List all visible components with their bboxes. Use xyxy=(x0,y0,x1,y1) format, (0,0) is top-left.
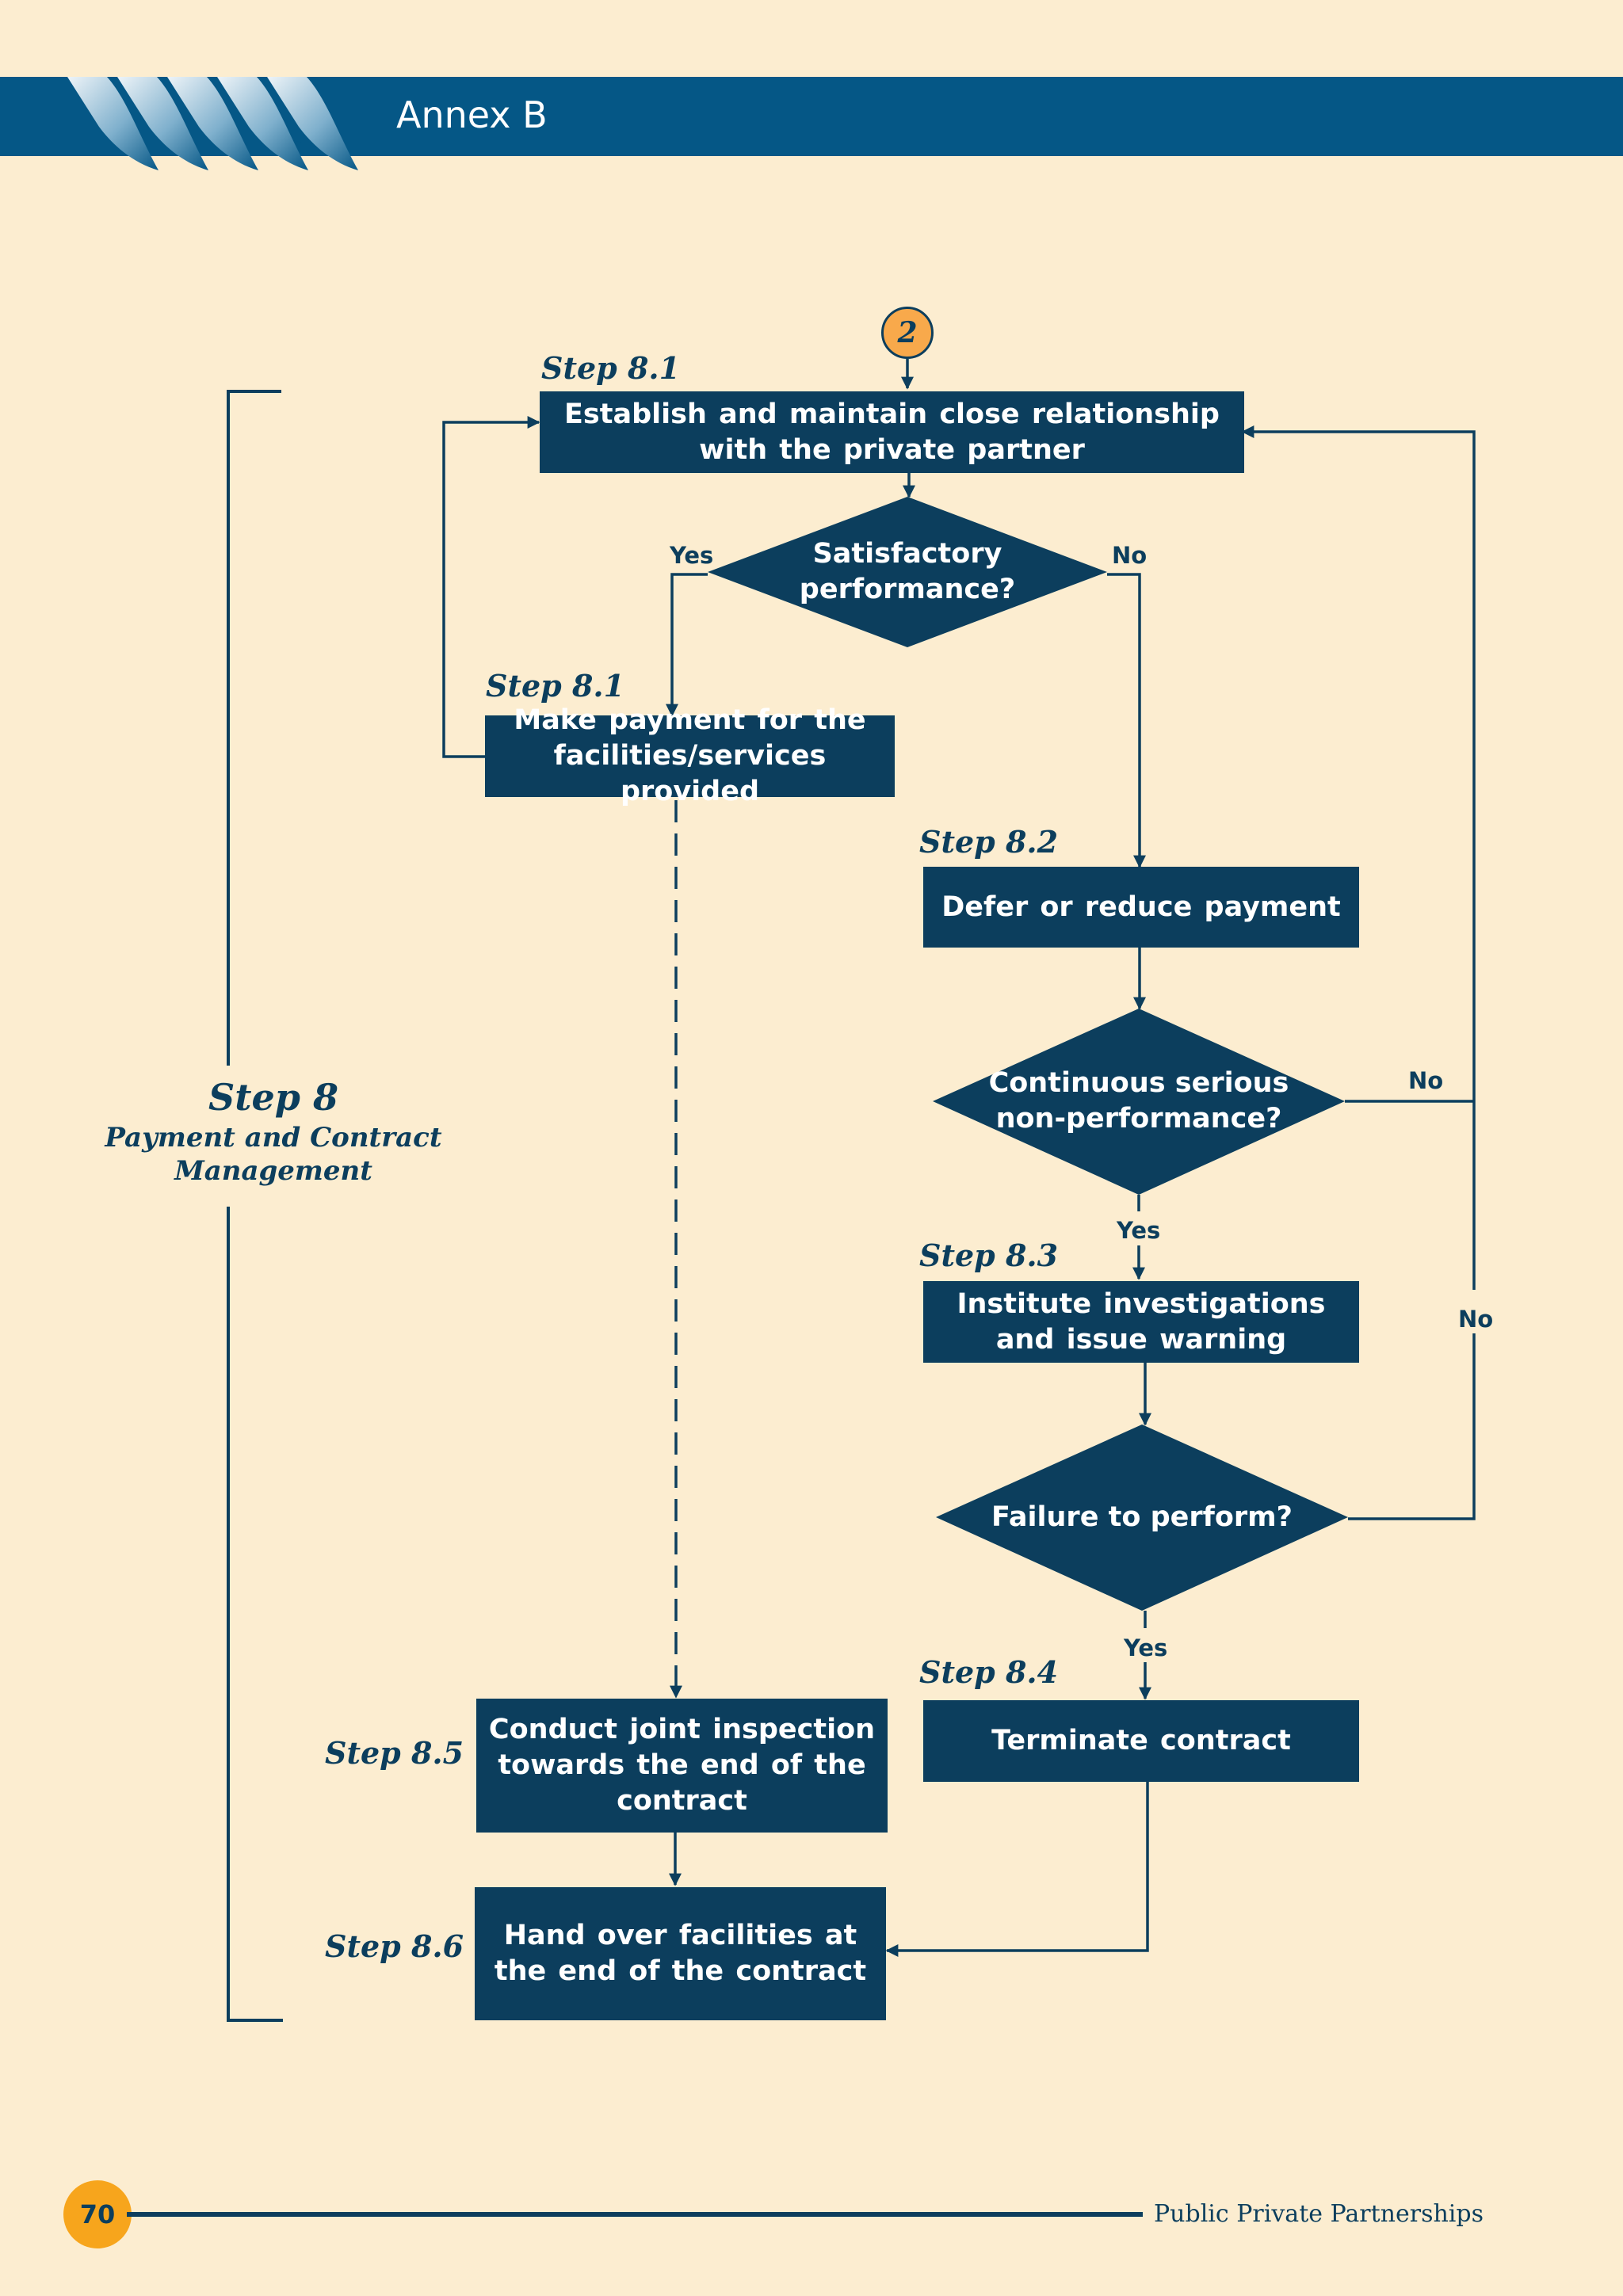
header-logo-stripes xyxy=(0,77,396,170)
start-connector-circle: 2 xyxy=(881,307,934,359)
decision-failure-text: Failure to perform? xyxy=(991,1501,1293,1533)
step-label-8-1-payment: Step 8.1 xyxy=(486,668,625,704)
footer-rule xyxy=(127,2212,1143,2217)
decision-satisfactory-text: Satisfactory performance? xyxy=(799,538,1016,605)
box-joint-inspection: Conduct joint inspection towards the end… xyxy=(476,1699,888,1833)
decision-nonperformance-text: Continuous serious non-performance? xyxy=(988,1067,1289,1135)
step-label-8-5: Step 8.5 xyxy=(325,1735,464,1771)
phase-title: Step 8 xyxy=(208,1076,338,1119)
decision-nonperformance-diamond xyxy=(933,1009,1345,1195)
label-yes-nonperformance: Yes xyxy=(1117,1217,1161,1244)
label-no-nonperformance: No xyxy=(1405,1067,1447,1094)
box-establish-relationship: Establish and maintain close relationshi… xyxy=(540,391,1244,473)
arrow-no-to-defer xyxy=(1107,573,1146,868)
box-terminate-contract: Terminate contract xyxy=(923,1700,1359,1782)
box-hand-over-facilities: Hand over facilities at the end of the c… xyxy=(475,1887,886,2020)
box-make-payment: Make payment for the facilities/services… xyxy=(485,704,895,807)
footer-publication-title: Public Private Partnerships xyxy=(1154,2200,1484,2228)
arrow-terminate-to-handover xyxy=(885,1782,1149,1957)
arrow-yes-to-payment xyxy=(666,573,708,717)
label-yes-failure: Yes xyxy=(1124,1634,1168,1661)
label-no-failure: No xyxy=(1455,1306,1497,1333)
label-no-satisfactory: No xyxy=(1112,542,1148,569)
step-label-8-3: Step 8.3 xyxy=(919,1238,1059,1273)
step-label-8-6: Step 8.6 xyxy=(325,1928,464,1964)
page-header-title: Annex B xyxy=(396,93,548,136)
arrow-failure-no-loop xyxy=(1348,1333,1476,1520)
step-label-8-4: Step 8.4 xyxy=(919,1654,1059,1690)
label-yes-satisfactory: Yes xyxy=(670,542,714,569)
phase-bracket xyxy=(227,390,283,2022)
decision-failure-diamond xyxy=(936,1425,1348,1611)
page-number-badge: 70 xyxy=(63,2180,132,2248)
phase-label: Step 8 Payment and Contract Management xyxy=(103,1074,444,1188)
phase-subtitle: Payment and Contract Management xyxy=(105,1122,442,1187)
box-defer-payment: Defer or reduce payment xyxy=(923,867,1359,948)
flow-connectors xyxy=(442,359,1476,1957)
box-institute-investigations: Institute investigations and issue warni… xyxy=(923,1281,1359,1363)
decision-satisfactory-diamond xyxy=(708,497,1107,647)
step-label-8-1: Step 8.1 xyxy=(541,350,681,386)
arrow-payment-loop-back xyxy=(442,416,540,758)
step-label-8-2: Step 8.2 xyxy=(919,824,1059,860)
